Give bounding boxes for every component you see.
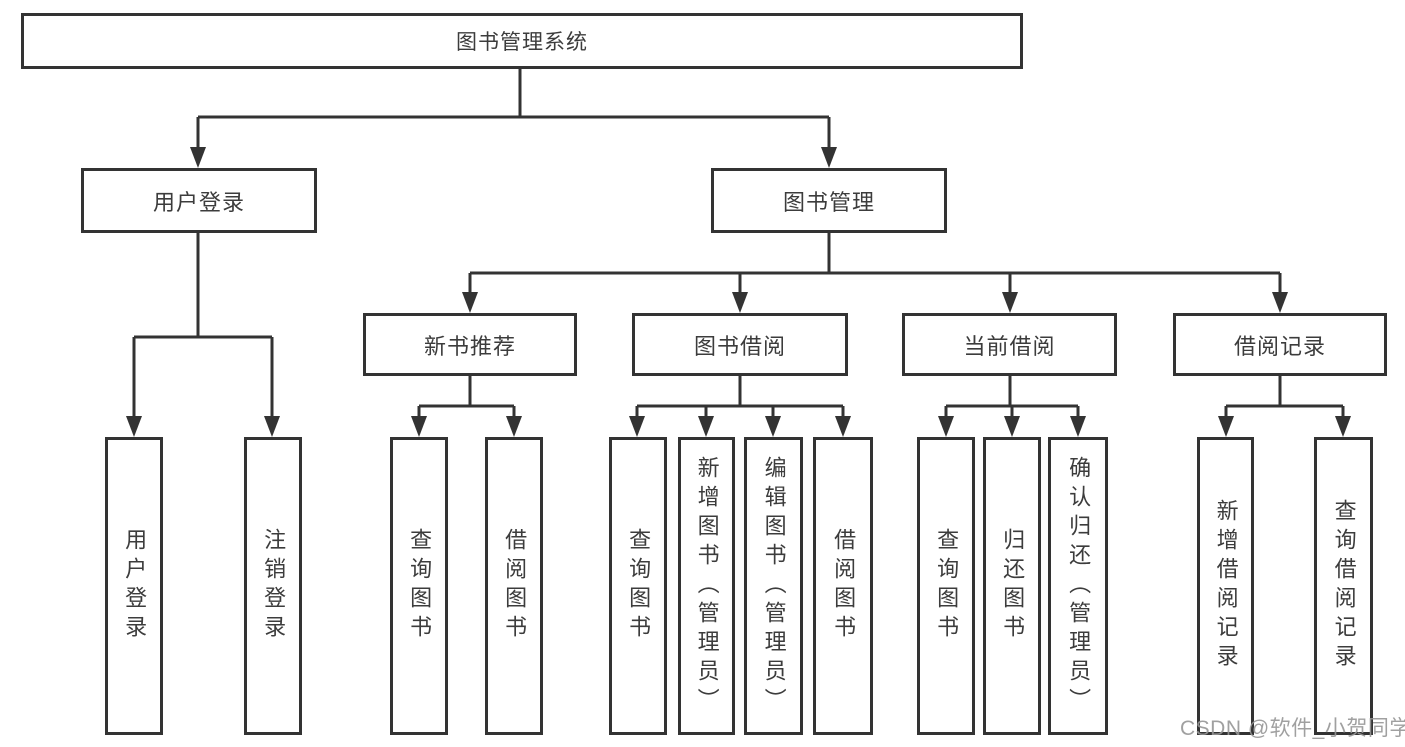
leaf-current-confirm-return-admin: 确认归还（管理员） [1048,437,1108,735]
leaf-recommend-borrow-books: 借阅图书 [485,437,543,735]
leaf-records-add-record-label: 新增借阅记录 [1213,499,1239,673]
connector-user-split [126,233,280,437]
connector-root-split [190,69,837,168]
leaf-borrow-borrow-books: 借阅图书 [813,437,873,735]
leaf-user-login: 用户登录 [105,437,163,735]
leaf-user-login-label: 用户登录 [122,528,148,644]
leaf-borrow-query-books: 查询图书 [609,437,667,735]
connector-borrow-split [629,376,851,437]
leaf-recommend-query-books-label: 查询图书 [407,528,433,644]
connector-records-split [1218,376,1351,437]
leaf-records-query-record-label: 查询借阅记录 [1331,499,1357,673]
leaf-borrow-query-books-label: 查询图书 [626,528,652,644]
connector-recommend-split [411,376,522,437]
node-user-login-label: 用户登录 [152,189,245,215]
node-current-borrow: 当前借阅 [902,313,1117,376]
connector-mgmt-split [462,233,1288,313]
leaf-user-logout: 注销登录 [244,437,302,735]
node-new-book-recommend-label: 新书推荐 [423,333,516,359]
leaf-current-query-books: 查询图书 [917,437,975,735]
leaf-borrow-borrow-books-label: 借阅图书 [831,528,857,644]
leaf-recommend-query-books: 查询图书 [390,437,448,735]
node-borrow-records: 借阅记录 [1173,313,1387,376]
leaf-borrow-add-books-admin: 新增图书（管理员） [678,437,735,735]
leaf-borrow-edit-books-admin-label: 编辑图书（管理员） [761,455,787,717]
leaf-recommend-borrow-books-label: 借阅图书 [502,528,528,644]
leaf-borrow-edit-books-admin: 编辑图书（管理员） [744,437,803,735]
leaf-current-query-books-label: 查询图书 [934,528,960,644]
node-book-management: 图书管理 [711,168,947,233]
leaf-records-query-record: 查询借阅记录 [1314,437,1373,735]
node-root: 图书管理系统 [21,13,1023,69]
node-root-label: 图书管理系统 [456,31,588,54]
leaf-borrow-add-books-admin-label: 新增图书（管理员） [694,455,720,717]
node-user-login: 用户登录 [81,168,317,233]
node-book-borrow: 图书借阅 [632,313,848,376]
node-new-book-recommend: 新书推荐 [363,313,577,376]
node-current-borrow-label: 当前借阅 [963,333,1056,359]
leaf-records-add-record: 新增借阅记录 [1197,437,1254,735]
leaf-current-confirm-return-admin-label: 确认归还（管理员） [1066,455,1092,717]
connector-current-split [938,376,1086,437]
leaf-user-logout-label: 注销登录 [261,528,287,644]
node-book-borrow-label: 图书借阅 [693,333,786,359]
leaf-current-return-books: 归还图书 [983,437,1041,735]
node-borrow-records-label: 借阅记录 [1233,333,1326,359]
leaf-current-return-books-label: 归还图书 [1000,528,1026,644]
watermark-text: CSDN @软件_小贺同学 [1180,717,1405,740]
node-book-management-label: 图书管理 [782,189,875,215]
